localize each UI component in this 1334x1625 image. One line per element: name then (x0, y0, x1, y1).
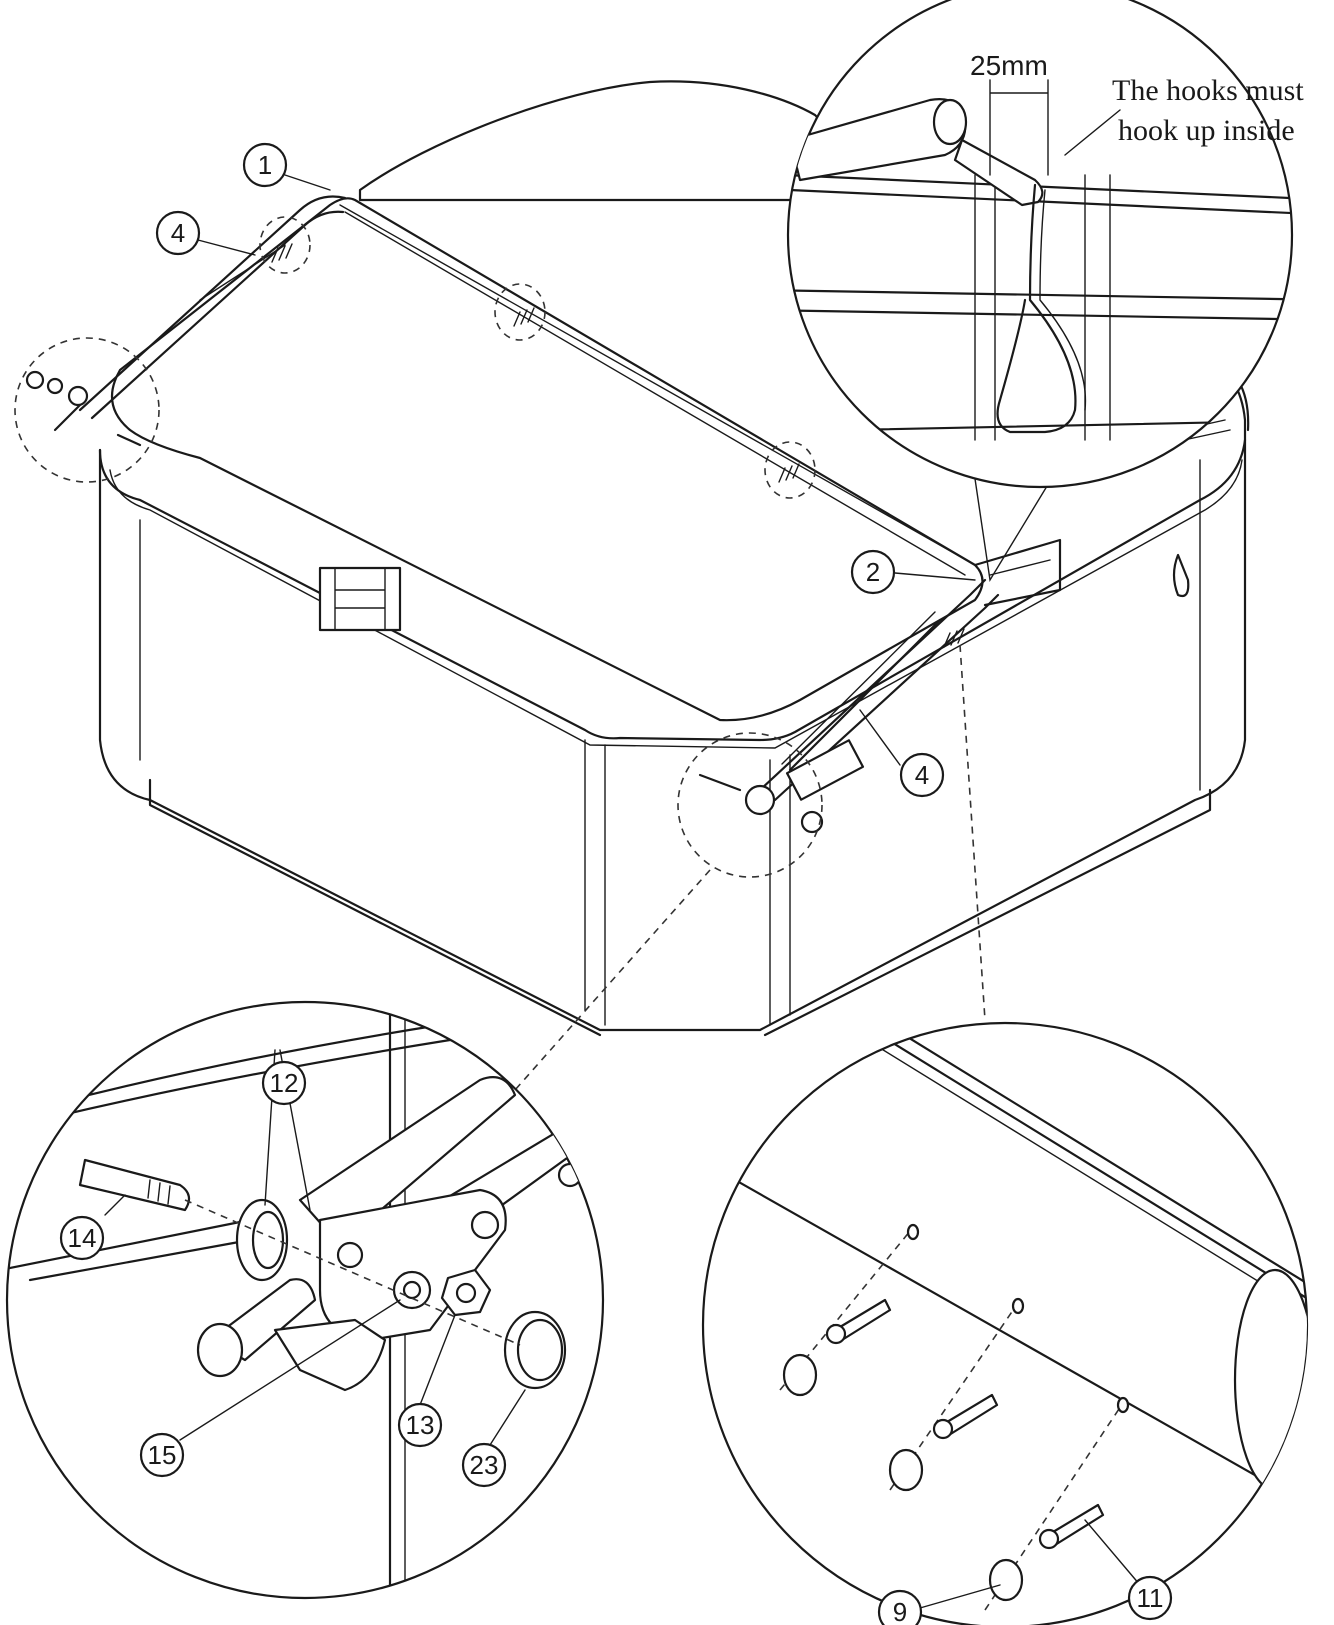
side-tie-down (1172, 553, 1190, 598)
dimension-label: 25mm (970, 50, 1048, 81)
svg-text:23: 23 (470, 1450, 499, 1480)
cover-handle-strap (318, 566, 402, 632)
lifter-bar-2 (758, 578, 987, 792)
svg-text:1: 1 (258, 150, 272, 180)
callout-9 (877, 1589, 923, 1625)
strut-4-right (788, 618, 942, 772)
svg-text:4: 4 (915, 760, 929, 790)
cover-front-half (110, 197, 984, 722)
tub-base-left (148, 778, 602, 1037)
svg-text:13: 13 (406, 1410, 435, 1440)
svg-text:15: 15 (148, 1440, 177, 1470)
spa-cover (110, 197, 1062, 722)
leader-to-screw-detail (959, 644, 986, 1021)
lifter-bar-1 (78, 195, 347, 412)
svg-text:4: 4 (171, 218, 185, 248)
svg-text:12: 12 (270, 1068, 299, 1098)
callout-1 (242, 142, 288, 188)
callout-15 (139, 1432, 185, 1478)
tub-base-right (763, 788, 1212, 1037)
hook-bar (953, 138, 1044, 207)
hook-loop (996, 183, 1077, 434)
callout-4-right (899, 752, 945, 798)
callout-23 (461, 1442, 507, 1488)
cover-fold-seam (973, 538, 1062, 607)
callout-2 (850, 549, 896, 595)
strut-4-left (199, 244, 286, 301)
leader-to-pivot-detail (514, 869, 711, 1091)
hook-note-line-1: The hooks must (1112, 74, 1304, 107)
callout-11 (1127, 1575, 1173, 1621)
callout-12 (261, 1060, 307, 1106)
svg-text:11: 11 (1137, 1583, 1164, 1613)
callout-4-left (155, 210, 201, 256)
hook-note-line-2: hook up inside (1118, 114, 1295, 147)
bolt-14 (78, 1158, 191, 1212)
tub-rim-outer (98, 438, 1247, 742)
callout-13 (397, 1402, 443, 1448)
callout-14 (59, 1215, 105, 1261)
screw-detail (701, 1021, 1309, 1625)
svg-text:2: 2 (866, 557, 880, 587)
hook-detail: 25mm The hooks must hook up inside (786, 0, 1304, 489)
svg-text:14: 14 (68, 1223, 97, 1253)
washer-9 (988, 1558, 1024, 1602)
svg-text:9: 9 (893, 1597, 907, 1625)
callouts: 1 4 2 4 12 14 15 13 23 9 11 (59, 142, 1173, 1625)
lifter-arms (25, 195, 1000, 834)
mount-bracket (785, 739, 865, 801)
cover-back-half (358, 80, 832, 202)
pivot-tube (196, 1322, 244, 1378)
